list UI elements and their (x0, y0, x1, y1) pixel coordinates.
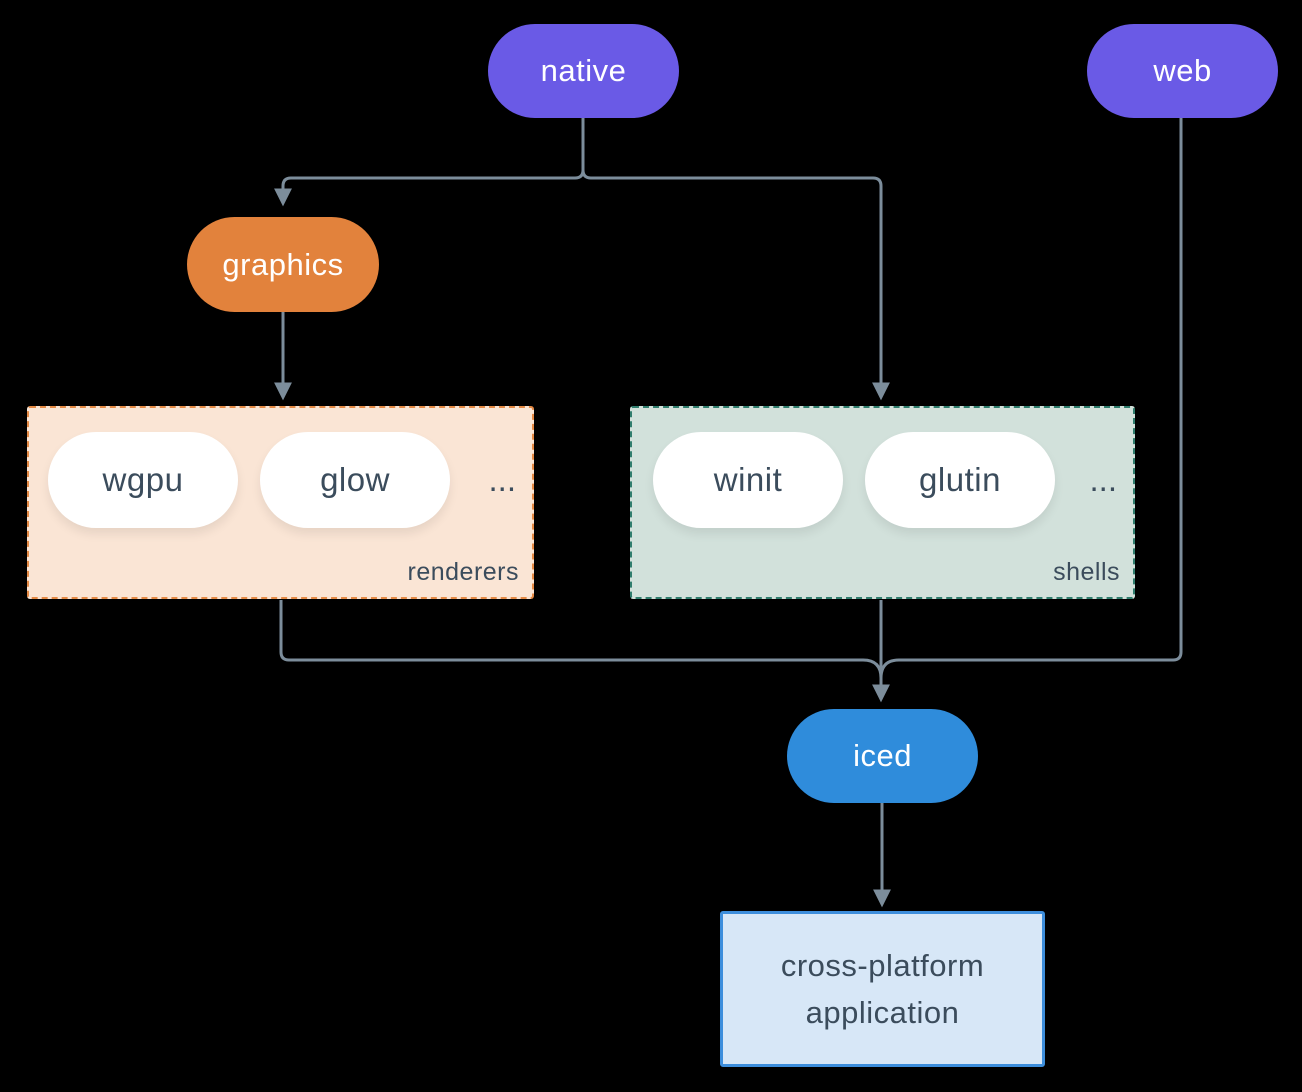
pill-glow-label: glow (320, 461, 390, 498)
node-web: web (1087, 24, 1278, 118)
connector-native-to-shells (581, 169, 890, 401)
group-shells: winit glutin ... shells (630, 406, 1135, 599)
application-label-line2: application (805, 995, 960, 1030)
shells-group-label: shells (1053, 558, 1120, 586)
pill-wgpu-label: wgpu (102, 461, 184, 498)
node-graphics: graphics (187, 217, 379, 312)
node-iced-label: iced (853, 738, 912, 773)
cross-platform-application-box: cross-platform application (720, 911, 1045, 1067)
pill-glow: glow (260, 432, 450, 528)
group-renderers: wgpu glow ... renderers (27, 406, 534, 599)
pill-glutin: glutin (865, 432, 1055, 528)
node-native-label: native (540, 53, 627, 88)
renderers-ellipsis: ... (488, 461, 516, 498)
pill-winit-label: winit (713, 461, 783, 498)
node-native: native (488, 24, 679, 118)
node-iced: iced (787, 709, 978, 803)
shells-ellipsis: ... (1089, 461, 1117, 498)
pill-wgpu: wgpu (48, 432, 238, 528)
node-web-label: web (1153, 53, 1212, 88)
renderers-group-label: renderers (407, 558, 519, 586)
pill-glutin-label: glutin (919, 461, 1001, 498)
connector-renderers-to-merge (279, 600, 883, 679)
node-graphics-label: graphics (222, 246, 344, 282)
pill-winit: winit (653, 432, 843, 528)
connector-native-to-graphics (274, 118, 585, 207)
connector-web-to-merge (879, 118, 1183, 679)
application-label-line1: cross-platform (780, 948, 985, 983)
